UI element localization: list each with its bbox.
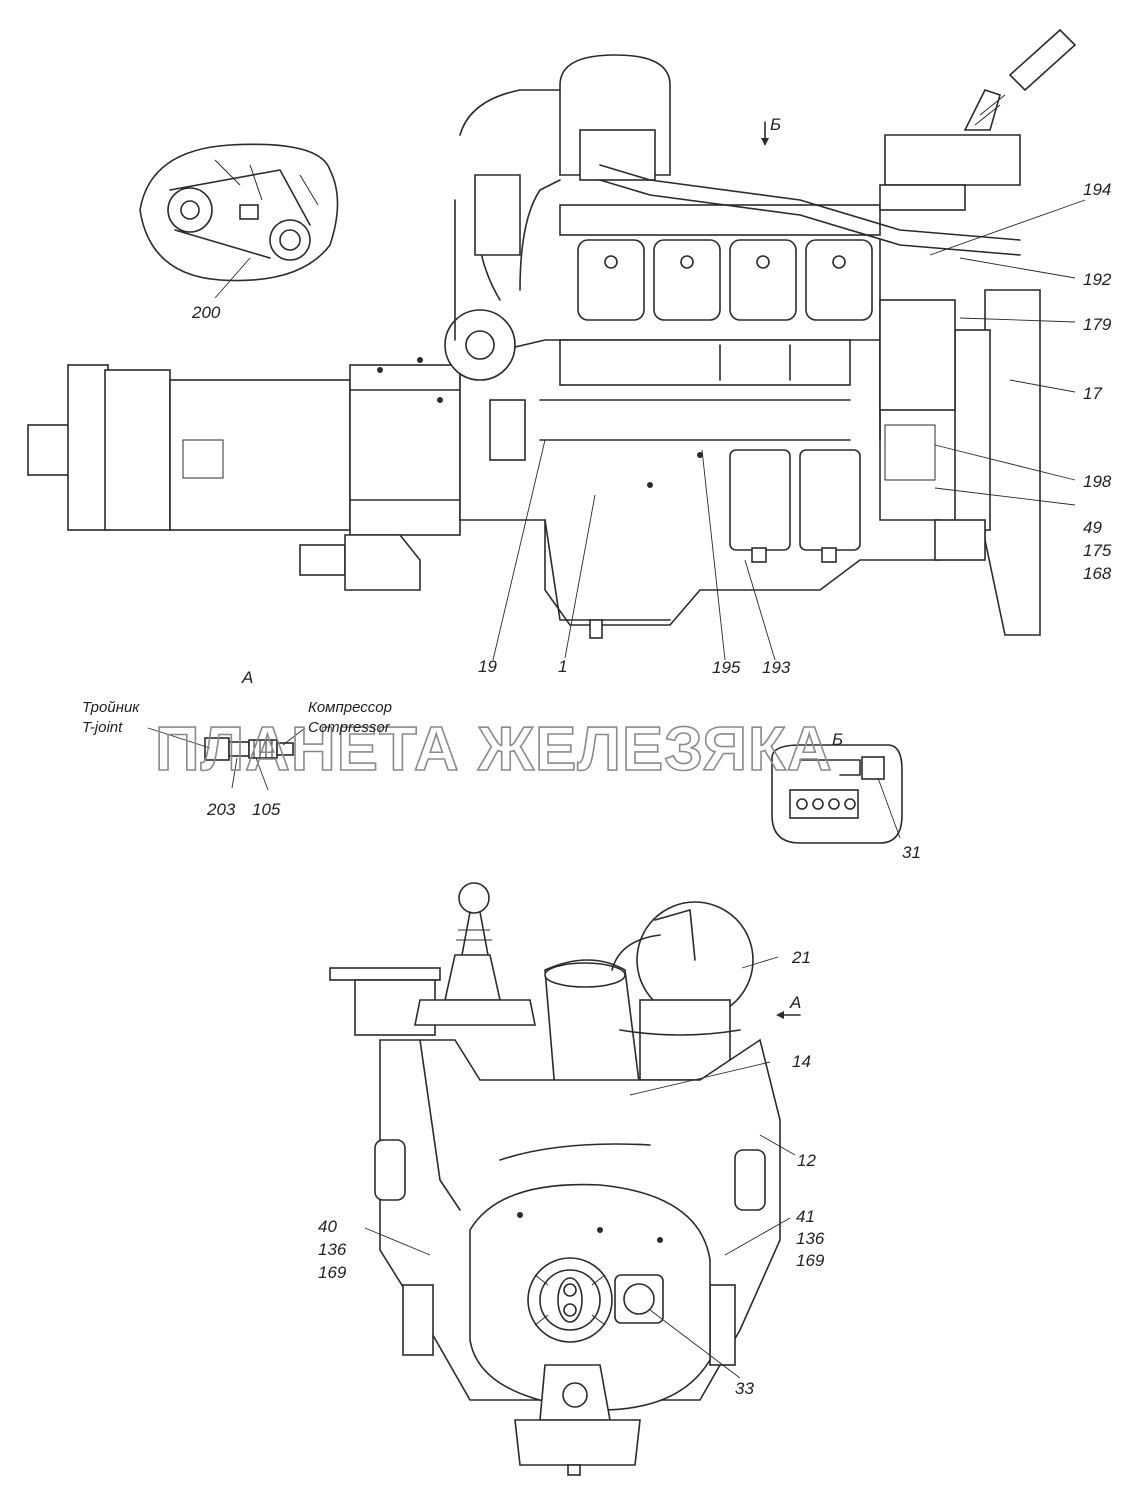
callout-1: 1 (558, 657, 567, 676)
gear-shifter (879, 28, 1077, 211)
callout-14: 14 (792, 1052, 811, 1071)
callout-198: 198 (1083, 472, 1112, 491)
callout-192: 192 (1083, 270, 1112, 289)
callout-136-left: 136 (318, 1240, 347, 1259)
callout-40: 40 (318, 1217, 337, 1236)
compressor-label-ru: Компрессор (308, 699, 392, 716)
view-marker-a-bottom: А (789, 993, 801, 1012)
callout-168: 168 (1083, 564, 1112, 583)
cylinder-heads (577, 239, 873, 321)
engine-side-view (27, 28, 1077, 639)
callout-179: 179 (1083, 315, 1112, 334)
callout-105: 105 (252, 800, 281, 819)
callout-33: 33 (735, 1379, 754, 1398)
callout-12: 12 (797, 1151, 816, 1170)
callout-169-left: 169 (318, 1263, 347, 1282)
tee-label-en: T-joint (82, 719, 123, 736)
callout-175: 175 (1083, 541, 1112, 560)
callout-19: 19 (478, 657, 497, 676)
callout-136-right: 136 (796, 1229, 825, 1248)
detail-a-tee-compressor (204, 737, 294, 761)
callout-203: 203 (206, 800, 236, 819)
callout-41: 41 (796, 1207, 815, 1226)
inset-belt-detail (139, 143, 339, 282)
callout-169-right: 169 (796, 1251, 825, 1270)
callout-31: 31 (902, 843, 921, 862)
callout-49: 49 (1083, 518, 1102, 537)
detail-b-connector (771, 744, 903, 844)
callout-193: 193 (762, 658, 791, 677)
tee-label-ru: Тройник (82, 699, 140, 716)
callout-17: 17 (1083, 384, 1102, 403)
view-marker-b-top: Б (770, 115, 781, 134)
watermark-text: ПЛАНЕТА ЖЕЛЕЗЯКА (155, 715, 833, 784)
view-marker-b-detail: Б (832, 730, 843, 749)
compressor-label-en: Compressor (308, 719, 391, 736)
callout-21: 21 (791, 948, 811, 967)
view-marker-a-detail: А (241, 668, 253, 687)
callout-194: 194 (1083, 180, 1111, 199)
callout-leaders (147, 199, 1086, 1379)
callout-200: 200 (191, 303, 221, 322)
callout-195: 195 (712, 658, 741, 677)
engine-front-view (329, 882, 801, 1476)
